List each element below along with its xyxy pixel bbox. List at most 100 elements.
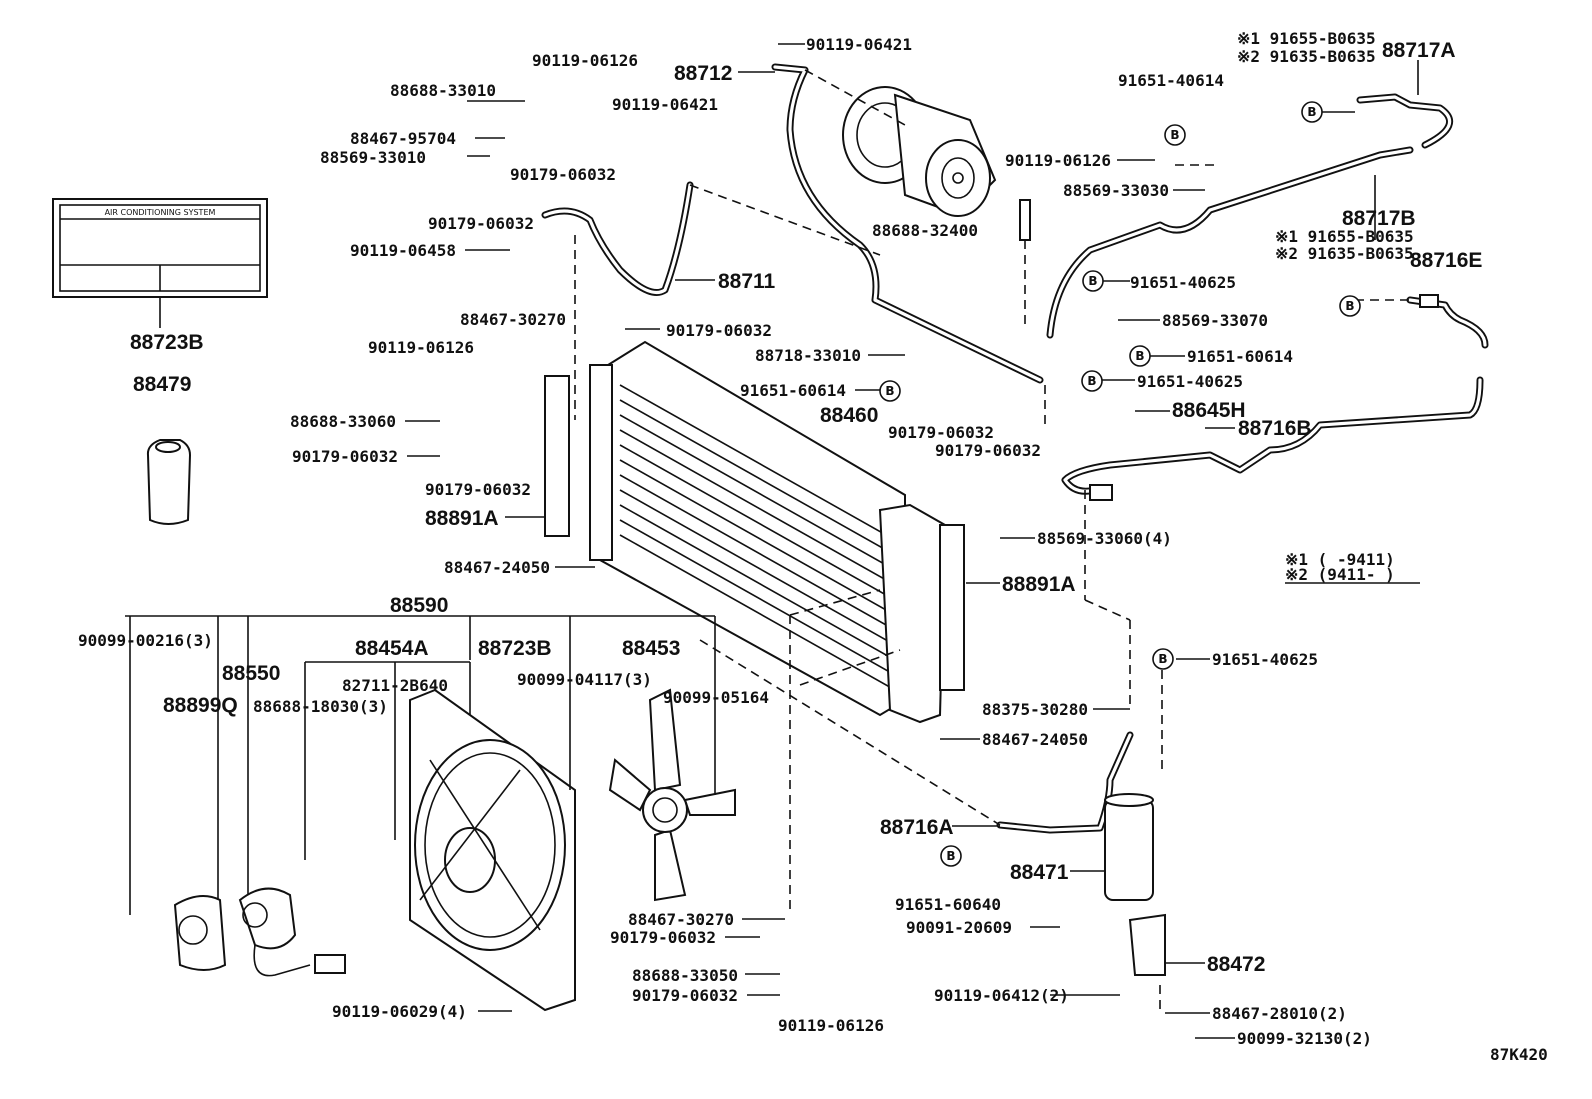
part-88688-33010: 88688-33010	[390, 81, 496, 100]
fan-shroud-88454a	[409, 688, 576, 1012]
part-88716e: 88716E	[1410, 249, 1482, 272]
part-88453: 88453	[622, 637, 680, 660]
part-91635-b0635-a: ※2 91635-B0635	[1237, 47, 1376, 66]
serial-legend: ※1 ( -9411) ※2 (9411- )	[1285, 550, 1395, 584]
svg-text:B: B	[1088, 274, 1097, 288]
fan-motor-88899q	[173, 895, 227, 971]
part-88467-24050-left: 88467-24050	[444, 558, 550, 577]
part-88550: 88550	[222, 662, 280, 685]
part-88460: 88460	[820, 404, 878, 427]
part-88716a: 88716A	[880, 816, 954, 839]
part-90119-06421-top: 90119-06421	[806, 35, 912, 54]
svg-text:B: B	[1135, 349, 1144, 363]
part-88467-24050-right: 88467-24050	[982, 730, 1088, 749]
part-90099-04117: 90099-04117(3)	[517, 670, 652, 689]
part-88569-33030: 88569-33030	[1063, 181, 1169, 200]
part-88569-33070: 88569-33070	[1162, 311, 1268, 330]
dashed-assembly-lines	[574, 69, 1410, 1015]
part-88891a-right: 88891A	[1002, 573, 1076, 596]
condenser-88460	[589, 340, 947, 724]
part-88467-28010: 88467-28010(2)	[1212, 1004, 1347, 1023]
part-88711: 88711	[718, 270, 776, 293]
part-91651-40625-c: 91651-40625	[1212, 650, 1318, 669]
connector-88716e	[1419, 294, 1439, 308]
svg-text:B: B	[946, 849, 955, 863]
part-90099-00216: 90099-00216(3)	[78, 631, 213, 650]
svg-text:B: B	[1158, 652, 1167, 666]
compressor	[842, 86, 997, 217]
part-91655-b0635-a: ※1 91655-B0635	[1237, 29, 1376, 48]
part-90179-06032-h: 90179-06032	[610, 928, 716, 947]
part-91651-40614: 91651-40614	[1118, 71, 1224, 90]
part-90179-06032-e: 90179-06032	[425, 480, 531, 499]
part-88590: 88590	[390, 594, 448, 617]
part-90091-20609: 90091-20609	[906, 918, 1012, 937]
part-90099-32130: 90099-32130(2)	[1237, 1029, 1372, 1048]
diagram-code: 87K420	[1490, 1045, 1548, 1064]
part-90099-05164: 90099-05164	[663, 688, 769, 707]
part-90179-06032-b: 90179-06032	[428, 214, 534, 233]
svg-text:B: B	[1307, 105, 1316, 119]
part-88723b-top: 88723B	[130, 331, 204, 354]
part-88471: 88471	[1010, 861, 1069, 884]
bracket-88891a-right	[939, 524, 965, 691]
fan-motor-88550	[238, 887, 346, 977]
receiver-88471	[1104, 793, 1154, 901]
part-91651-60614-mid: 91651-60614	[740, 381, 846, 400]
part-88688-33060: 88688-33060	[290, 412, 396, 431]
part-88718-33010: 88718-33010	[755, 346, 861, 365]
part-88717b: 88717B	[1342, 207, 1416, 230]
part-88712: 88712	[674, 62, 732, 85]
part-91655-b0635-b: ※1 91655-B0635	[1275, 227, 1414, 246]
part-90119-06126-left: 90119-06126	[368, 338, 474, 357]
part-90179-06032-i: 90179-06032	[632, 986, 738, 1005]
leader-lines	[125, 43, 1420, 1039]
part-90179-06032-c: 90179-06032	[666, 321, 772, 340]
part-90179-06032-g: 90179-06032	[935, 441, 1041, 460]
part-90179-06032-d: 90179-06032	[292, 447, 398, 466]
svg-text:B: B	[1170, 128, 1179, 142]
part-90119-06458: 90119-06458	[350, 241, 456, 260]
part-88454a: 88454A	[355, 637, 429, 660]
svg-text:B: B	[1345, 299, 1354, 313]
part-88375-30280: 88375-30280	[982, 700, 1088, 719]
part-91635-b0635-b: ※2 91635-B0635	[1275, 244, 1414, 263]
part-90119-06126-right: 90119-06126	[1005, 151, 1111, 170]
part-88479: 88479	[133, 373, 191, 396]
bracket-88891a-left	[544, 375, 570, 537]
fan-88453	[608, 688, 736, 902]
part-88569-33060: 88569-33060(4)	[1037, 529, 1172, 548]
part-90179-06032-a: 90179-06032	[510, 165, 616, 184]
legend-row-2: ※2 (9411- )	[1285, 565, 1395, 584]
part-91651-60640: 91651-60640	[895, 895, 1001, 914]
legend-row-1: ※1 ( -9411)	[1285, 550, 1395, 569]
part-88472: 88472	[1207, 953, 1265, 976]
connector-88716b	[1089, 484, 1113, 501]
part-88467-30270-bot: 88467-30270	[628, 910, 734, 929]
part-91651-40625-b: 91651-40625	[1137, 372, 1243, 391]
part-88688-32400: 88688-32400	[872, 221, 978, 240]
part-90119-06029: 90119-06029(4)	[332, 1002, 467, 1021]
part-82711-2b640: 82711-2B640	[342, 676, 448, 695]
part-90119-06126-bot: 90119-06126	[778, 1016, 884, 1035]
part-88467-30270-top: 88467-30270	[460, 310, 566, 329]
part-88716b: 88716B	[1238, 417, 1312, 440]
ac-label-plate: AIR CONDITIONING SYSTEM	[52, 198, 268, 328]
part-91651-40625-a: 91651-40625	[1130, 273, 1236, 292]
svg-text:B: B	[885, 384, 894, 398]
part-labels: 90119-06421 88712 90119-06126 88688-3301…	[78, 29, 1482, 1048]
part-88645h: 88645H	[1172, 399, 1246, 422]
part-90119-06126-top: 90119-06126	[532, 51, 638, 70]
part-88467-95704: 88467-95704	[350, 129, 456, 148]
part-88723b-mid: 88723B	[478, 637, 552, 660]
svg-text:B: B	[1087, 374, 1096, 388]
cap-88479	[146, 439, 192, 525]
bracket-88472	[1128, 913, 1166, 976]
part-90179-06032-f: 90179-06032	[888, 423, 994, 442]
part-90119-06412: 90119-06412(2)	[934, 986, 1069, 1005]
label-plate-text: AIR CONDITIONING SYSTEM	[105, 208, 216, 217]
part-90119-06421-mid: 90119-06421	[612, 95, 718, 114]
part-88899q: 88899Q	[163, 694, 238, 717]
part-88569-33010: 88569-33010	[320, 148, 426, 167]
